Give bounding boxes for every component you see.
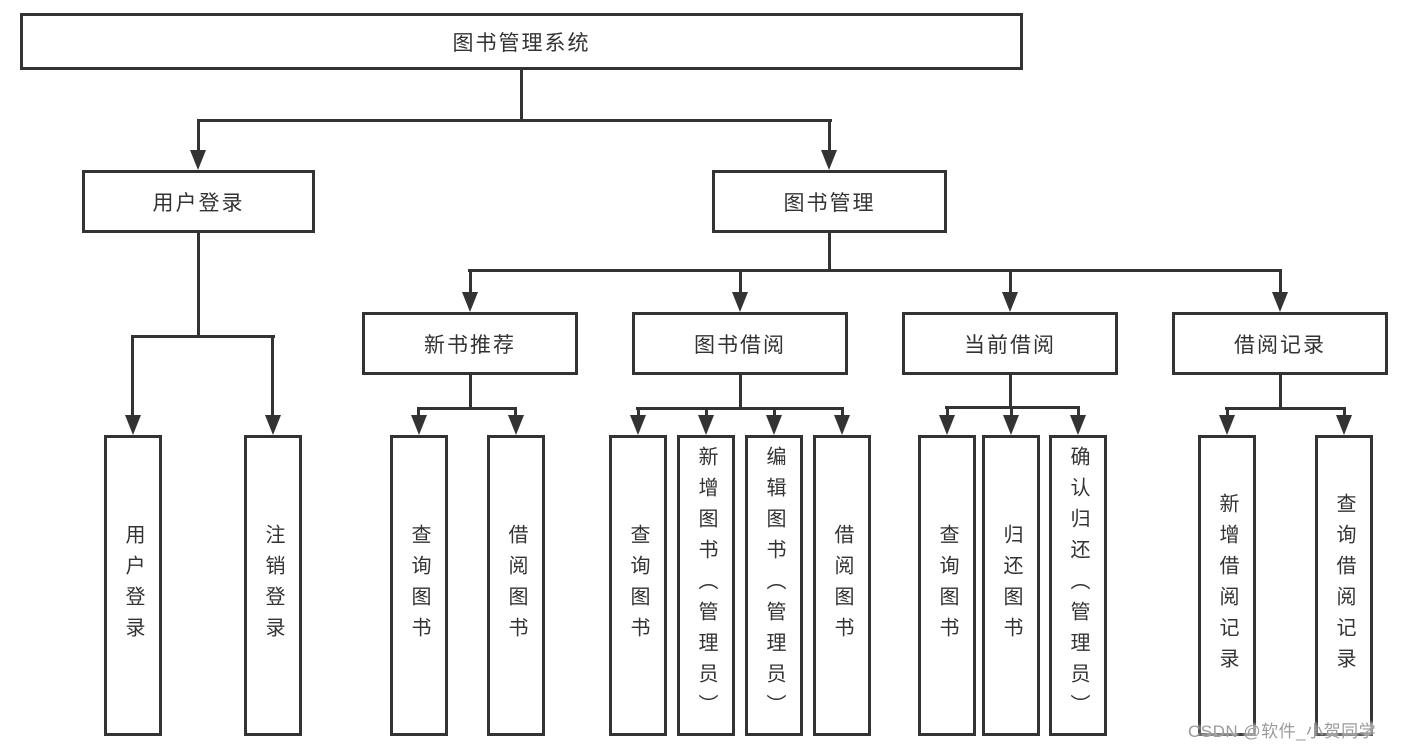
arrow-down-icon <box>766 415 782 435</box>
connector-line <box>828 233 831 272</box>
connector-line <box>1279 269 1282 295</box>
arrow-down-icon <box>1336 415 1352 435</box>
node-borrow-records-label: 借阅记录 <box>1234 333 1326 357</box>
connector-line <box>197 233 200 338</box>
leaf-add-books-admin-label: 新增图书（管理员） <box>695 446 717 725</box>
node-root: 图书管理系统 <box>20 13 1023 70</box>
connector-line <box>1077 406 1080 419</box>
connector-line <box>705 407 708 419</box>
connector-line <box>1343 407 1346 419</box>
connector-line <box>1225 407 1346 410</box>
connector-line <box>468 269 1282 272</box>
node-user-login-label: 用户登录 <box>152 191 245 215</box>
leaf-borrow-query-books-label: 查询图书 <box>627 523 649 648</box>
arrow-down-icon <box>1272 292 1288 312</box>
arrow-down-icon <box>698 415 714 435</box>
leaf-current-query-books: 查询图书 <box>918 435 976 736</box>
connector-line <box>637 407 640 419</box>
connector-line <box>636 407 844 410</box>
leaf-query-borrow-record: 查询借阅记录 <box>1315 435 1373 736</box>
connector-line <box>469 375 472 410</box>
arrow-down-icon <box>821 150 837 170</box>
leaf-user-login-label: 用户登录 <box>122 523 144 648</box>
connector-line <box>841 407 844 419</box>
leaf-edit-books-admin-label: 编辑图书（管理员） <box>763 446 785 725</box>
connector-line <box>1279 375 1282 410</box>
leaf-logout-label: 注销登录 <box>262 523 284 648</box>
node-root-label: 图书管理系统 <box>452 31 591 55</box>
arrow-down-icon <box>732 292 748 312</box>
leaf-borrow-books: 借阅图书 <box>813 435 871 736</box>
arrow-down-icon <box>939 415 955 435</box>
connector-line <box>469 269 472 295</box>
connector-line <box>520 70 523 122</box>
connector-line <box>197 119 200 153</box>
connector-line <box>197 119 832 122</box>
connector-line <box>131 335 134 418</box>
connector-line <box>1009 269 1012 295</box>
connector-line <box>1226 407 1229 419</box>
leaf-add-books-admin: 新增图书（管理员） <box>677 435 735 736</box>
leaf-add-borrow-record: 新增借阅记录 <box>1198 435 1256 736</box>
leaf-confirm-return-admin: 确认归还（管理员） <box>1049 435 1107 736</box>
arrow-down-icon <box>190 150 206 170</box>
connector-line <box>739 269 742 295</box>
leaf-borrow-query-books: 查询图书 <box>609 435 667 736</box>
leaf-add-borrow-record-label: 新增借阅记录 <box>1216 492 1238 679</box>
leaf-recommend-borrow-books-label: 借阅图书 <box>505 523 527 648</box>
leaf-user-login: 用户登录 <box>104 435 162 736</box>
leaf-borrow-books-label: 借阅图书 <box>831 523 853 648</box>
arrow-down-icon <box>1070 415 1086 435</box>
connector-line <box>773 407 776 419</box>
node-new-book-recommend: 新书推荐 <box>362 312 578 375</box>
leaf-confirm-return-admin-label: 确认归还（管理员） <box>1067 446 1089 725</box>
arrow-down-icon <box>411 415 427 435</box>
connector-line <box>271 335 274 418</box>
connector-line <box>1010 406 1013 419</box>
leaf-recommend-query-books-label: 查询图书 <box>408 523 430 648</box>
leaf-current-query-books-label: 查询图书 <box>936 523 958 648</box>
leaf-recommend-borrow-books: 借阅图书 <box>487 435 545 736</box>
arrow-down-icon <box>1002 292 1018 312</box>
connector-line <box>417 407 420 419</box>
connector-line <box>1009 375 1012 409</box>
node-current-borrow: 当前借阅 <box>902 312 1118 375</box>
leaf-logout: 注销登录 <box>244 435 302 736</box>
arrow-down-icon <box>125 415 141 435</box>
node-book-borrow: 图书借阅 <box>632 312 848 375</box>
csdn-watermark: CSDN @软件_小贺同学 <box>1188 722 1377 741</box>
node-book-management-label: 图书管理 <box>783 191 876 215</box>
leaf-recommend-query-books: 查询图书 <box>390 435 448 736</box>
leaf-return-books-label: 归还图书 <box>1000 523 1022 648</box>
arrow-down-icon <box>462 292 478 312</box>
leaf-query-borrow-record-label: 查询借阅记录 <box>1333 492 1355 679</box>
node-current-borrow-label: 当前借阅 <box>964 333 1056 357</box>
connector-line <box>417 407 517 410</box>
arrow-down-icon <box>1003 415 1019 435</box>
node-borrow-records: 借阅记录 <box>1172 312 1388 375</box>
connector-line <box>828 119 831 153</box>
node-user-login: 用户登录 <box>82 170 315 233</box>
connector-line <box>514 407 517 419</box>
arrow-down-icon <box>630 415 646 435</box>
connector-line <box>946 406 949 419</box>
node-book-borrow-label: 图书借阅 <box>694 333 786 357</box>
node-new-book-recommend-label: 新书推荐 <box>424 333 516 357</box>
arrow-down-icon <box>265 415 281 435</box>
connector-line <box>131 335 275 338</box>
arrow-down-icon <box>834 415 850 435</box>
leaf-edit-books-admin: 编辑图书（管理员） <box>745 435 803 736</box>
connector-line <box>739 375 742 410</box>
arrow-down-icon <box>1219 415 1235 435</box>
node-book-management: 图书管理 <box>712 170 947 233</box>
leaf-return-books: 归还图书 <box>982 435 1040 736</box>
arrow-down-icon <box>508 415 524 435</box>
